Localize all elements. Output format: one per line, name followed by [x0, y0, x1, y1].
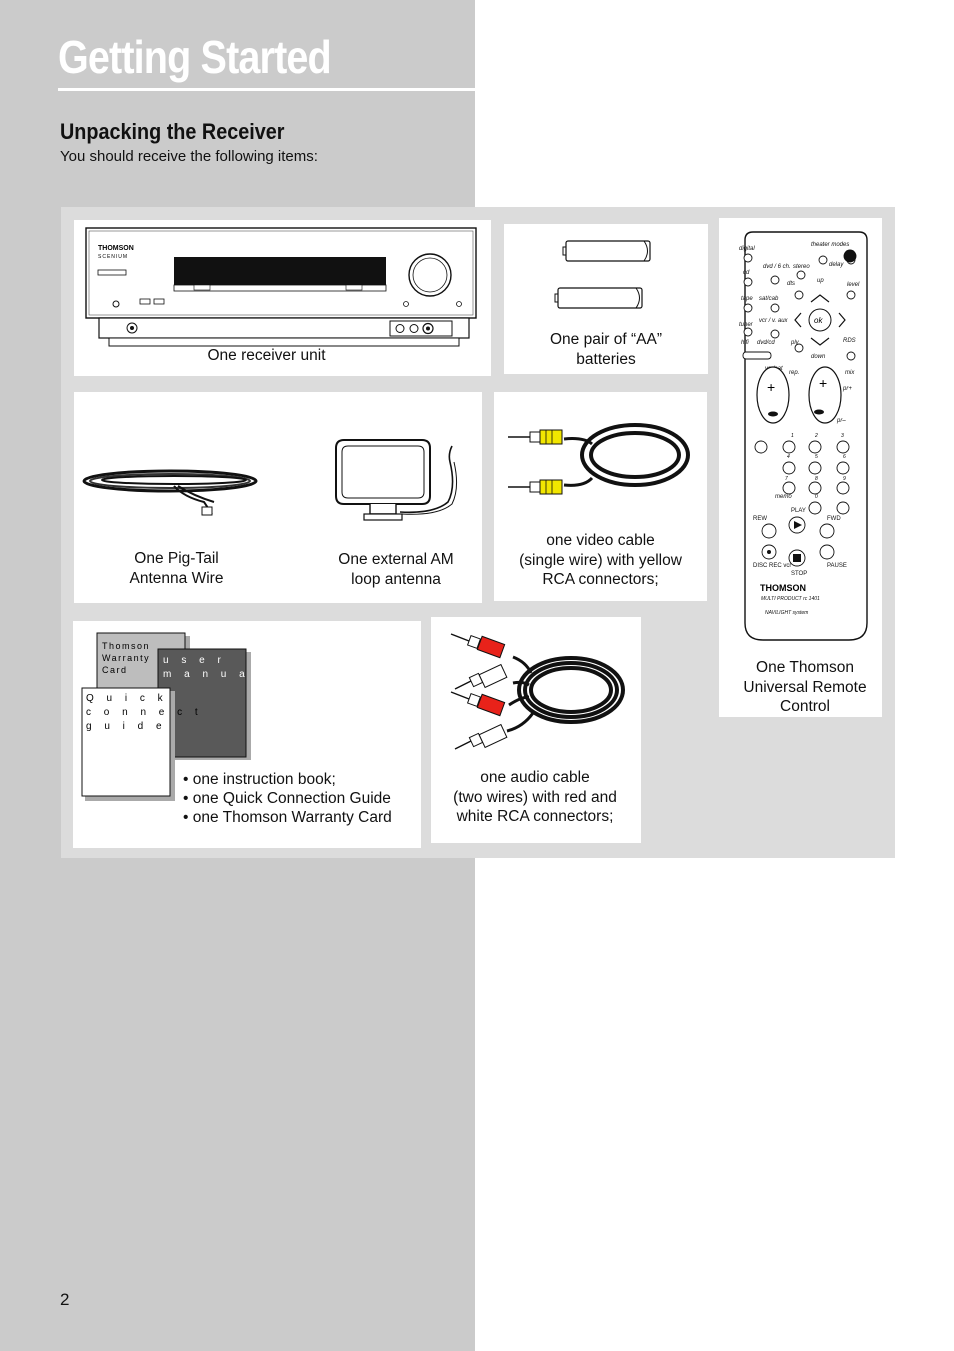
audio-cable-caption: one audio cable (two wires) with red and…: [453, 769, 617, 825]
rca-connector-red: [450, 633, 506, 659]
svg-text:FWD: FWD: [827, 516, 841, 522]
svg-text:c o n n e c t: c o n n e c t: [86, 707, 203, 718]
svg-text:0: 0: [815, 494, 818, 500]
nav-pad: ok: [794, 294, 846, 346]
svg-text:g u i d e: g u i d e: [86, 721, 167, 732]
page-title: Getting Started: [58, 31, 332, 83]
svg-text:ok: ok: [814, 316, 823, 325]
svg-text:PLAY: PLAY: [791, 508, 806, 514]
am-antenna-caption: One external AM loop antenna: [338, 551, 454, 588]
rca-connector-white: [454, 723, 508, 750]
svg-text:down: down: [811, 354, 826, 360]
video-cable-caption: one video cable (single wire) with yello…: [519, 532, 682, 588]
svg-text:REW: REW: [753, 516, 767, 522]
svg-text:5: 5: [815, 454, 818, 460]
svg-text:STOP: STOP: [791, 571, 807, 577]
antennas-card: One Pig-Tail Antenna Wire One external A…: [74, 392, 482, 603]
batteries-caption: One pair of “AA” batteries: [550, 331, 662, 368]
pigtail-caption: One Pig-Tail Antenna Wire: [129, 550, 224, 587]
title-underline: [58, 88, 475, 91]
am-loop-antenna: [335, 439, 458, 521]
quick-guide-illustration: Q u i c k c o n n e c t g u i d e: [81, 687, 203, 801]
receiver-illustration: THOMSON SCENIUM: [85, 227, 477, 347]
svg-text:vcr / v. aux: vcr / v. aux: [759, 318, 789, 324]
page-number: 2: [60, 1290, 70, 1309]
svg-text:Q u i c k: Q u i c k: [86, 693, 168, 704]
svg-text:memo: memo: [775, 494, 792, 500]
video-cable-card: one video cable (single wire) with yello…: [494, 392, 707, 601]
svg-text:ply: ply: [790, 340, 800, 346]
batteries-illustration: [554, 240, 651, 309]
video-cable-illustration: [508, 423, 690, 495]
section-intro: You should receive the following items:: [60, 148, 318, 165]
remote-card: digital theater modes dvd / 6 ch. cd ste…: [719, 218, 882, 717]
receiver-model: SCENIUM: [98, 254, 128, 260]
svg-text:7: 7: [785, 476, 788, 482]
receiver-caption: One receiver unit: [207, 347, 326, 364]
svg-text:6: 6: [843, 454, 846, 460]
svg-text:RDS: RDS: [843, 338, 856, 344]
svg-text:sat/cab: sat/cab: [759, 296, 779, 302]
svg-text:8: 8: [815, 476, 818, 482]
pigtail-antenna-wire: [82, 469, 258, 516]
svg-text:up: up: [817, 278, 824, 284]
svg-text:9: 9: [843, 476, 846, 482]
svg-text:PAUSE: PAUSE: [827, 563, 847, 569]
svg-text:rep.: rep.: [789, 370, 799, 376]
svg-text:level: level: [847, 282, 860, 288]
svg-text:+: +: [819, 375, 827, 391]
section-heading: Unpacking the Receiver: [60, 119, 285, 144]
svg-text:dts: dts: [787, 281, 795, 287]
audio-cable-illustration: [450, 633, 625, 750]
documents-list: one instruction book; one Quick Connecti…: [183, 770, 392, 827]
rca-connector-red: [450, 691, 506, 717]
svg-text:cd: cd: [743, 270, 750, 276]
svg-text:u s e r: u s e r: [163, 655, 226, 666]
batteries-card: One pair of “AA” batteries: [504, 224, 708, 374]
svg-text:1: 1: [791, 433, 794, 439]
svg-text:tuner: tuner: [739, 322, 754, 328]
audio-cable-card: one audio cable (two wires) with red and…: [431, 617, 641, 843]
rca-connector-yellow: [508, 429, 563, 445]
svg-text:dvd / 6 ch.: dvd / 6 ch.: [763, 264, 791, 270]
svg-text:stereo: stereo: [793, 264, 810, 270]
svg-text:MULTI PRODUCT rc 1401: MULTI PRODUCT rc 1401: [761, 596, 820, 602]
svg-text:theater modes: theater modes: [811, 242, 849, 248]
svg-text:Card: Card: [102, 665, 128, 675]
svg-text:pr+: pr+: [842, 386, 852, 392]
battery-icon: [554, 287, 643, 309]
svg-text:tape: tape: [741, 296, 753, 302]
svg-text:DISC REC vcr: DISC REC vcr: [753, 563, 791, 569]
remote-brand: THOMSON: [760, 583, 806, 593]
svg-text:2: 2: [814, 433, 818, 439]
antennas-illustration: [82, 439, 458, 521]
list-item: one instruction book;: [183, 770, 392, 789]
receiver-brand: THOMSON: [98, 245, 134, 252]
svg-text:Thomson: Thomson: [102, 641, 150, 651]
svg-text:+: +: [767, 379, 775, 395]
svg-text:mix: mix: [845, 370, 855, 376]
rca-connector-yellow: [508, 479, 563, 495]
battery-icon: [562, 240, 651, 262]
list-item: one Thomson Warranty Card: [183, 808, 392, 827]
svg-text:Warranty: Warranty: [102, 653, 150, 663]
svg-text:3: 3: [841, 433, 844, 439]
svg-text:pr–: pr–: [836, 418, 846, 424]
rca-connector-white: [454, 663, 508, 690]
svg-text:NAVILIGHT system: NAVILIGHT system: [765, 610, 808, 616]
svg-text:dvd/cd: dvd/cd: [757, 340, 775, 346]
remote-caption: One Thomson Universal Remote Control: [743, 659, 867, 715]
svg-text:4: 4: [787, 454, 790, 460]
svg-text:delay: delay: [829, 262, 844, 268]
remote-illustration: digital theater modes dvd / 6 ch. cd ste…: [739, 231, 868, 641]
list-item: one Quick Connection Guide: [183, 789, 392, 808]
svg-text:digital: digital: [739, 246, 755, 252]
receiver-card: THOMSON SCENIUM One receiver unit: [74, 220, 491, 376]
svg-text:m a n u a l: m a n u a l: [163, 669, 265, 680]
documents-illustration: Thomson Warranty Card u s e r m a n u a …: [81, 632, 265, 801]
svg-text:hifi: hifi: [741, 340, 749, 346]
